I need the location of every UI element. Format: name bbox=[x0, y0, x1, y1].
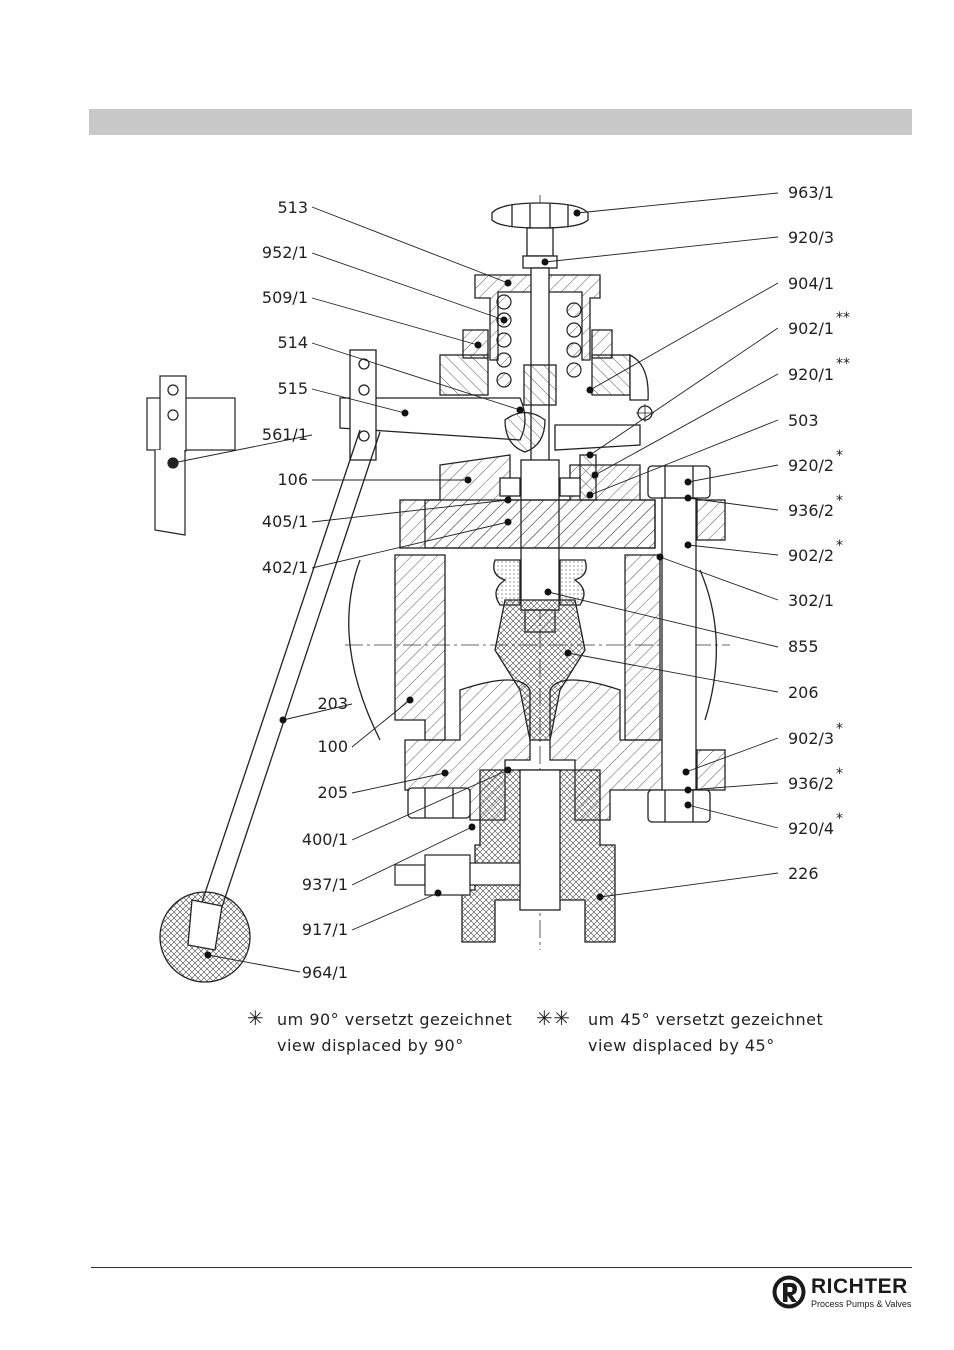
part-label: 917/1 bbox=[302, 920, 348, 939]
displacement-mark: * bbox=[836, 493, 843, 509]
drain-fitting bbox=[394, 854, 521, 896]
part-label: 920/3 bbox=[788, 228, 834, 247]
legend-line-de: um 90° versetzt gezeichnet bbox=[277, 1010, 513, 1029]
bonnet-flange bbox=[399, 454, 656, 549]
richter-r-logo-icon bbox=[772, 1275, 806, 1309]
displacement-mark: * bbox=[836, 721, 843, 737]
labels-left: 513 952/1 509/1 514 515 561/1 106 405/1 … bbox=[262, 198, 348, 982]
part-label: 963/1 bbox=[788, 183, 834, 202]
part-label: 952/1 bbox=[262, 243, 308, 262]
part-label: 902/2 bbox=[788, 546, 834, 565]
detail-view-lever bbox=[146, 375, 236, 536]
spring-housing bbox=[439, 274, 654, 422]
logo-tagline: Process Pumps & Valves bbox=[811, 1299, 912, 1309]
part-label: 302/1 bbox=[788, 591, 834, 610]
star-icon: ✳ bbox=[247, 1006, 265, 1030]
part-label: 920/4 bbox=[788, 819, 834, 838]
part-label: 936/2 bbox=[788, 501, 834, 520]
logo-name: RICHTER bbox=[811, 1275, 908, 1298]
part-label: 964/1 bbox=[302, 963, 348, 982]
displacement-mark: ** bbox=[836, 356, 850, 372]
legend-double-star: ✳✳ um 45° versetzt gezeichnet view displ… bbox=[536, 1006, 824, 1059]
double-star-icon: ✳✳ bbox=[536, 1006, 571, 1030]
part-label: 513 bbox=[277, 198, 308, 217]
part-label: 937/1 bbox=[302, 875, 348, 894]
footer-divider bbox=[91, 1267, 912, 1268]
legend-single-star: ✳ um 90° versetzt gezeichnet view displa… bbox=[247, 1006, 513, 1059]
part-label: 515 bbox=[277, 379, 308, 398]
bellows bbox=[493, 559, 587, 606]
legend-line-en: view displaced by 90° bbox=[277, 1036, 464, 1055]
part-label: 205 bbox=[317, 783, 348, 802]
part-label: 206 bbox=[788, 683, 819, 702]
part-label: 920/1 bbox=[788, 365, 834, 384]
part-label: 400/1 bbox=[302, 830, 348, 849]
handwheel bbox=[491, 202, 589, 269]
part-label: 203 bbox=[317, 694, 348, 713]
displacement-mark: * bbox=[836, 448, 843, 464]
part-label: 920/2 bbox=[788, 456, 834, 475]
displacement-mark: * bbox=[836, 811, 843, 827]
displacement-mark: * bbox=[836, 538, 843, 554]
legend-line-de: um 45° versetzt gezeichnet bbox=[588, 1010, 824, 1029]
part-label: 503 bbox=[788, 411, 819, 430]
lever-knob bbox=[159, 891, 251, 983]
part-label: 904/1 bbox=[788, 274, 834, 293]
lever-rod bbox=[195, 429, 381, 926]
bolt-stack bbox=[647, 465, 726, 823]
richter-logo: RICHTER Process Pumps & Valves bbox=[771, 1272, 911, 1312]
part-label: 855 bbox=[788, 637, 819, 656]
displacement-mark: * bbox=[836, 766, 843, 782]
part-label: 902/3 bbox=[788, 729, 834, 748]
legend-line-en: view displaced by 45° bbox=[588, 1036, 775, 1055]
spring-coils bbox=[496, 294, 582, 388]
valve-sectional-drawing: 513 952/1 509/1 514 515 561/1 106 405/1 … bbox=[146, 183, 850, 983]
part-label: 100 bbox=[317, 737, 348, 756]
leader-lines bbox=[172, 192, 779, 973]
labels-right: 963/1 920/3 904/1 902/1 ** 920/1 ** 503 … bbox=[788, 183, 850, 883]
part-label: 402/1 bbox=[262, 558, 308, 577]
part-label: 902/1 bbox=[788, 319, 834, 338]
part-label: 106 bbox=[277, 470, 308, 489]
part-label: 226 bbox=[788, 864, 819, 883]
leader-dots bbox=[204, 209, 692, 959]
part-label: 561/1 bbox=[262, 425, 308, 444]
displacement-mark: ** bbox=[836, 310, 850, 326]
header-bar bbox=[89, 109, 912, 135]
part-label: 509/1 bbox=[262, 288, 308, 307]
lever-frame bbox=[339, 349, 641, 461]
part-label: 936/2 bbox=[788, 774, 834, 793]
part-label: 405/1 bbox=[262, 512, 308, 531]
part-label: 514 bbox=[277, 333, 308, 352]
lower-body bbox=[461, 769, 616, 943]
bottom-nut bbox=[407, 787, 471, 819]
